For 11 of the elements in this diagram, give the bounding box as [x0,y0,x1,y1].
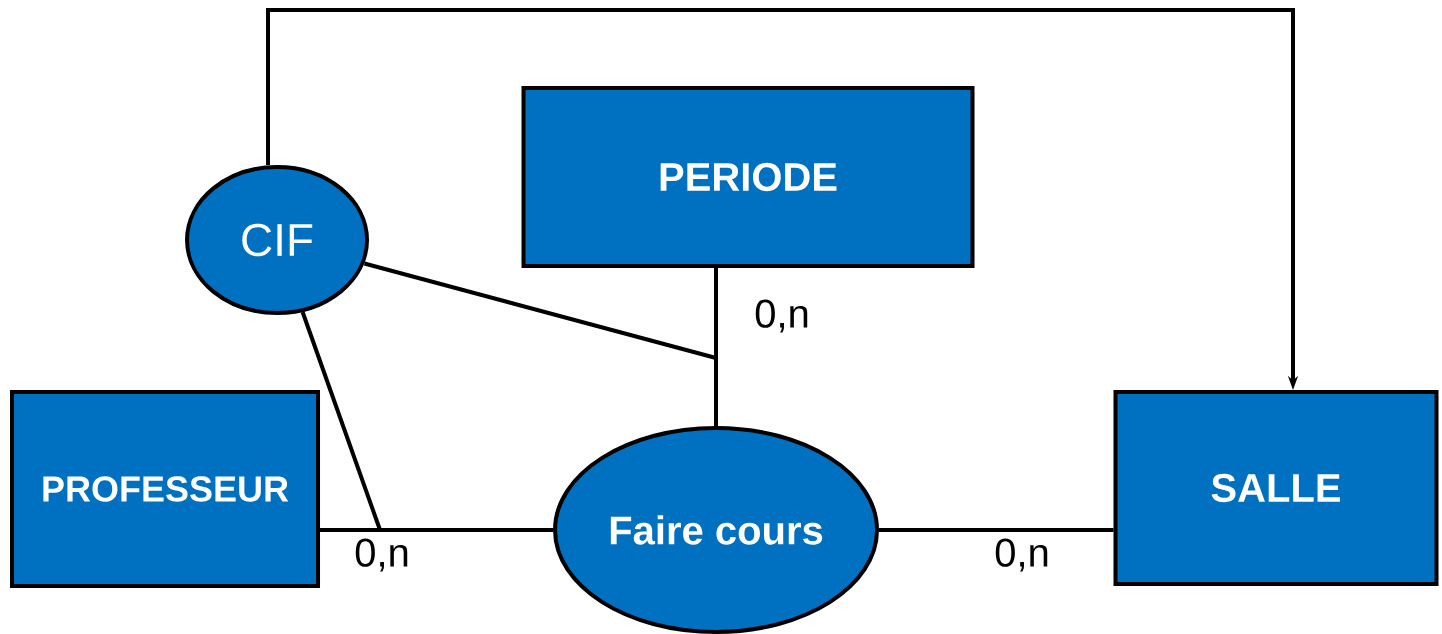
edge-label: 0,n [353,537,411,573]
connector [320,528,553,532]
entity-box: PROFESSEUR [10,390,320,588]
edge-label: 0,n [753,298,811,334]
connector [300,311,382,531]
edge-label: 0,n [993,537,1051,573]
connector [879,528,1114,532]
entity-box: SALLE [1113,390,1439,586]
connector [363,261,717,360]
connector [714,268,718,426]
entity-box: PERIODE [521,86,975,268]
